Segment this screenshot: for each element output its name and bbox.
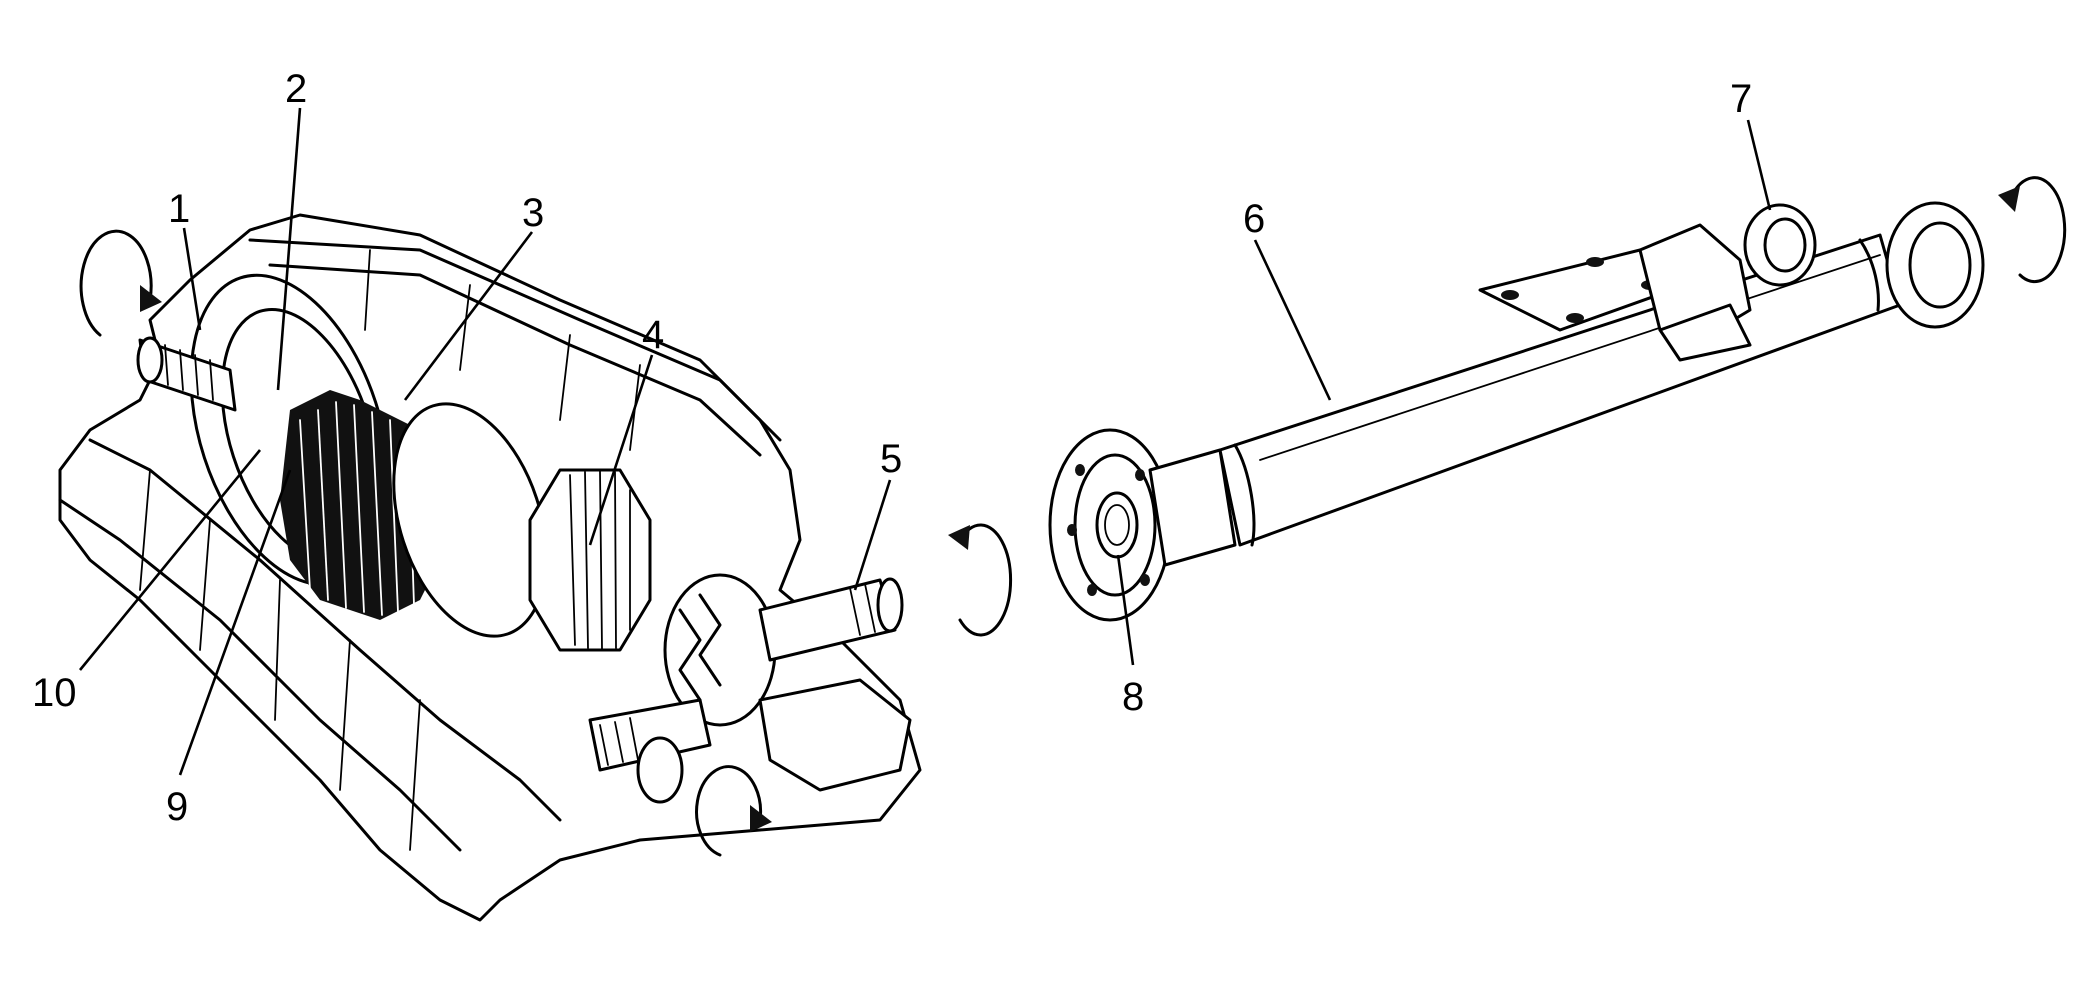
bracket-lower-web — [1658, 303, 1752, 362]
flange-bolt-2 — [1067, 524, 1077, 536]
carrier-gear-teeth — [678, 593, 722, 702]
rotation-arrow-rear — [1998, 176, 2067, 284]
housing-web-5 — [409, 699, 421, 851]
leader-6 — [1253, 239, 1332, 401]
center-bearing-race — [1763, 217, 1807, 273]
clutch-plate-gap-1 — [299, 419, 311, 591]
shaft-weld-band-rear — [1858, 238, 1880, 312]
rotation-arrow-output-right-head — [948, 525, 970, 550]
rotation-arrow-rear-arc — [2008, 176, 2067, 284]
input-spline-1 — [164, 344, 169, 386]
callout-7: 7 — [1730, 77, 1752, 121]
bracket-hole-1 — [1501, 290, 1519, 300]
flange-bolt-3 — [1087, 584, 1097, 596]
input-shaft — [136, 336, 237, 412]
callout-leaders — [78, 107, 1772, 776]
callout-4: 4 — [642, 313, 664, 357]
output-shaft-right-end — [876, 577, 904, 633]
input-spline-3 — [194, 354, 199, 396]
rotation-arrow-output-lower — [695, 765, 763, 857]
housing-web-2 — [199, 519, 211, 651]
output-shaft-lower-end — [636, 736, 684, 804]
flange-bolt-1 — [1075, 464, 1085, 476]
output-shaft-lower-body — [588, 698, 712, 772]
bracket-hole-2 — [1586, 257, 1604, 267]
input-spline-4 — [209, 359, 214, 401]
housing-rib-3 — [559, 334, 571, 421]
housing-web-3 — [274, 579, 281, 721]
rotation-arrow-input — [79, 229, 153, 337]
rotation-arrow-output-lower-head — [750, 805, 772, 832]
clutch-plate-gap-2 — [317, 409, 329, 601]
lower-spline-2 — [614, 721, 624, 763]
callout-6: 6 — [1243, 197, 1265, 241]
front-hub — [1148, 448, 1237, 567]
rotation-arrow-rear-head — [1998, 186, 2020, 212]
center-bearing-bracket — [1478, 203, 1817, 362]
ring-gear-body — [528, 468, 652, 652]
leader-10 — [78, 449, 262, 671]
ring-gear-tooth-4 — [614, 471, 617, 649]
leader-5 — [853, 479, 892, 591]
callout-5: 5 — [880, 437, 902, 481]
leader-1 — [182, 227, 202, 331]
ring-gear-tooth-3 — [599, 470, 603, 650]
internal-spline-ring — [1104, 504, 1130, 546]
front-flange-inner — [1073, 453, 1157, 597]
rotation-arrows-left — [79, 229, 1013, 857]
leader-4 — [588, 354, 654, 546]
input-spline-2 — [179, 349, 184, 391]
housing-rib-1 — [364, 249, 371, 331]
housing-rib-2 — [459, 284, 471, 371]
callout-2: 2 — [285, 67, 307, 111]
shaft-weld-band-front — [1233, 443, 1256, 547]
leader-8 — [1116, 554, 1135, 666]
housing-lower-skirt-2 — [58, 498, 462, 852]
clutch-plate-gap-6 — [389, 419, 399, 613]
bracket-hole-3 — [1566, 313, 1584, 323]
housing-web-1 — [139, 469, 151, 591]
leader-7 — [1746, 119, 1772, 211]
propeller-shaft — [1048, 201, 1985, 622]
callout-9: 9 — [166, 785, 188, 829]
housing-top-rail-inner — [268, 263, 762, 457]
output-spline-2 — [864, 583, 876, 633]
output-shaft-right — [758, 577, 904, 662]
callout-3: 3 — [522, 191, 544, 235]
clutch-plate-gap-3 — [335, 401, 347, 609]
differential-housing-assembly — [58, 213, 922, 922]
callout-8: 8 — [1122, 675, 1144, 719]
lower-spline-3 — [629, 717, 639, 761]
ring-gear — [528, 468, 652, 652]
leader-2 — [276, 107, 302, 391]
lower-spline-1 — [599, 724, 609, 766]
leader-9 — [178, 469, 292, 776]
flange-bolt-4 — [1135, 469, 1145, 481]
pressure-plate — [392, 402, 548, 638]
output-yoke — [758, 678, 912, 792]
flange-bolt-5 — [1140, 574, 1150, 586]
rear-flange-inner — [1908, 221, 1972, 309]
callout-numbers: 1 2 3 4 5 6 7 8 9 10 — [32, 67, 1752, 829]
housing-web-4 — [339, 639, 351, 791]
output-shaft-lower — [588, 698, 712, 804]
housing-top-rail — [248, 238, 782, 442]
input-shaft-end — [136, 336, 164, 384]
output-spline-1 — [849, 587, 861, 636]
ring-gear-tooth-2 — [584, 471, 589, 649]
callout-1: 1 — [168, 187, 190, 231]
clutch-plate-gap-4 — [353, 404, 365, 613]
rotation-arrow-input-head — [140, 285, 162, 312]
rotation-arrow-output-right — [958, 523, 1013, 637]
clutch-plate-gap-5 — [371, 411, 383, 616]
leader-3 — [403, 231, 534, 401]
ring-gear-tooth-1 — [569, 474, 576, 646]
shaft-tube-highlight — [1259, 254, 1881, 461]
internal-spline-bore — [1095, 491, 1139, 559]
callout-10: 10 — [32, 671, 77, 715]
